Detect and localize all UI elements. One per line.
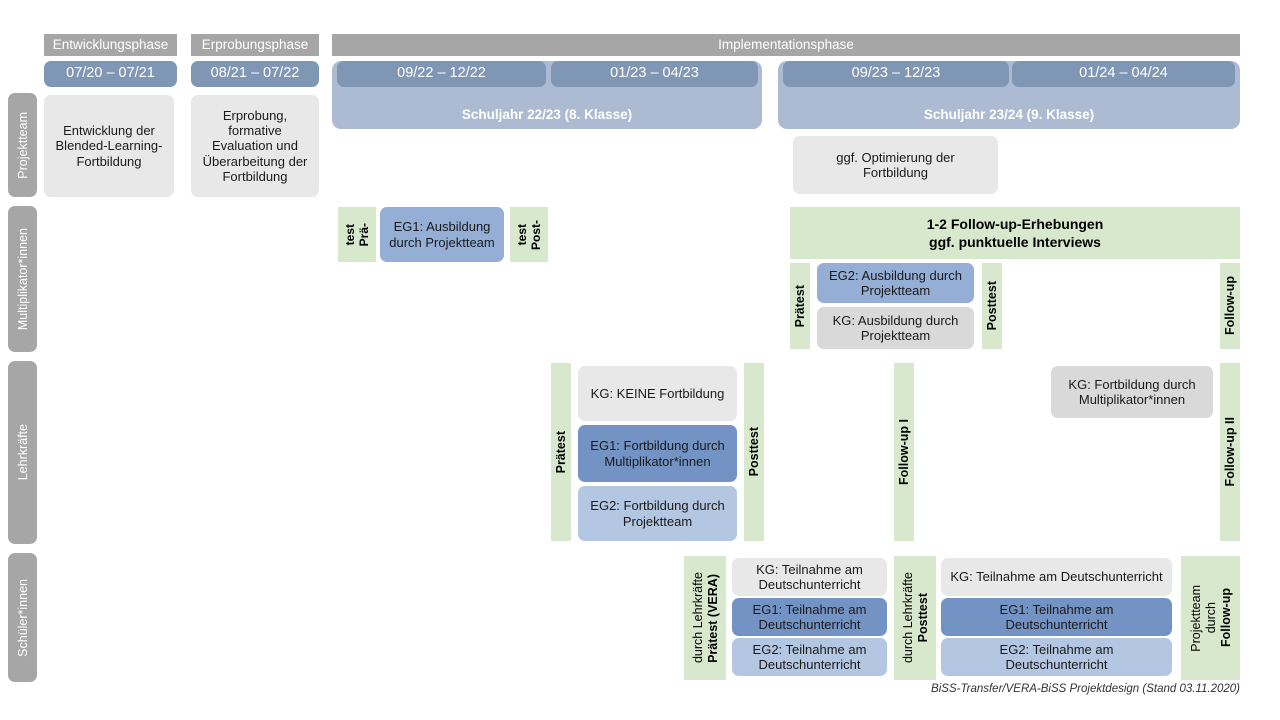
projektteam-entwicklung-box: Entwicklung der Blended-Learning-Fortbil…: [44, 95, 174, 197]
multiplikatoren-followup-band-line2: ggf. punktuelle Interviews: [929, 234, 1101, 250]
multiplikatoren-followup-label: Follow-up: [1223, 276, 1237, 336]
row-label-projektteam: Projektteam: [8, 93, 37, 197]
projektteam-erprobung-box: Erprobung, formative Evaluation und Über…: [191, 95, 319, 197]
period-pill-0720-0721: 07/20 – 07/21: [44, 61, 177, 87]
lehrkraefte-kg-fortbildung-box: KG: Fortbildung durch Multiplikator*inne…: [1051, 366, 1213, 418]
row-label-schuelerinnen-text: Schüler*innen: [15, 578, 30, 657]
multiplikatoren-praetest-label: Prätest: [793, 284, 807, 328]
school-year-label-2324: Schuljahr 23/24 (9. Klasse): [923, 107, 1095, 122]
schuelerinnen-eg1-box-right: EG1: Teilnahme am Deutschunterricht: [941, 598, 1172, 636]
multiplikatoren-praetest-short-strip: Prä- test: [338, 207, 376, 262]
multiplikatoren-posttest-short-strip: Post- test: [510, 207, 548, 262]
schuelerinnen-kg-box-right: KG: Teilnahme am Deutschunterricht: [941, 558, 1172, 596]
multiplikatoren-praetest-strip: Prätest: [790, 263, 810, 349]
lehrkraefte-posttest-strip: Posttest: [744, 363, 764, 541]
multiplikatoren-posttest-short-line2: test: [515, 223, 529, 246]
lehrkraefte-praetest-label: Prätest: [554, 430, 568, 474]
lehrkraefte-followup-1-label: Follow-up I: [897, 419, 911, 485]
schuelerinnen-followup-strip: Follow-up durch Projektteam: [1181, 556, 1240, 680]
lehrkraefte-followup-1-strip: Follow-up I: [894, 363, 914, 541]
projektteam-optimierung-box: ggf. Optimierung der Fortbildung: [793, 136, 998, 194]
schuelerinnen-praetest-bold-label: Prätest (VERA): [705, 573, 720, 663]
row-label-multiplikatorinnen-text: Multiplikator*innen: [15, 227, 30, 331]
schuelerinnen-posttest-reg-label: durch Lehrkräfte: [900, 572, 915, 664]
multiplikatoren-followup-band: 1-2 Follow-up-Erhebungen ggf. punktuelle…: [790, 207, 1240, 259]
multiplikatoren-praetest-short-line1: Prä-: [357, 222, 371, 247]
footnote: BiSS-Transfer/VERA-BiSS Projektdesign (S…: [931, 683, 1240, 695]
phase-banner-implementation: Implementationsphase: [332, 34, 1240, 56]
phase-banner-erprobung: Erprobungsphase: [191, 34, 319, 56]
multiplikatoren-posttest-label: Posttest: [985, 281, 999, 331]
multiplikatoren-praetest-short-line2: test: [343, 223, 357, 246]
multiplikatoren-kg-box: KG: Ausbildung durch Projektteam: [817, 307, 974, 349]
row-label-multiplikatorinnen: Multiplikator*innen: [8, 206, 37, 352]
lehrkraefte-praetest-strip: Prätest: [551, 363, 571, 541]
schuelerinnen-posttest-bold-label: Posttest: [915, 593, 930, 643]
multiplikatoren-posttest-short-line1: Post-: [529, 219, 543, 250]
phase-banner-entwicklung: Entwicklungsphase: [44, 34, 177, 56]
schuelerinnen-praetest-strip: Prätest (VERA) durch Lehrkräfte: [684, 556, 726, 680]
schuelerinnen-kg-box-left: KG: Teilnahme am Deutschunterricht: [732, 558, 887, 596]
period-pill-0123-0423: 01/23 – 04/23: [551, 61, 758, 87]
multiplikatoren-eg2-box: EG2: Ausbildung durch Projektteam: [817, 263, 974, 303]
lehrkraefte-kg-keine-box: KG: KEINE Fortbildung: [578, 366, 737, 421]
schuelerinnen-praetest-reg-label: durch Lehrkräfte: [690, 572, 705, 664]
multiplikatoren-eg1-box: EG1: Ausbildung durch Projektteam: [380, 207, 504, 262]
schuelerinnen-eg2-box-left: EG2: Teilnahme am Deutschunterricht: [732, 638, 887, 676]
lehrkraefte-followup-2-label: Follow-up II: [1223, 417, 1237, 487]
row-label-schuelerinnen: Schüler*innen: [8, 553, 37, 682]
multiplikatoren-posttest-strip: Posttest: [982, 263, 1002, 349]
lehrkraefte-eg1-box: EG1: Fortbildung durch Multiplikator*inn…: [578, 425, 737, 482]
row-label-projektteam-text: Projektteam: [15, 111, 30, 179]
period-pill-0821-0722: 08/21 – 07/22: [191, 61, 319, 87]
schuelerinnen-eg1-box-left: EG1: Teilnahme am Deutschunterricht: [732, 598, 887, 636]
lehrkraefte-followup-2-strip: Follow-up II: [1220, 363, 1240, 541]
schuelerinnen-posttest-strip: Posttest durch Lehrkräfte: [894, 556, 936, 680]
row-label-lehrkraefte: Lehrkräfte: [8, 361, 37, 544]
schuelerinnen-eg2-box-right: EG2: Teilnahme am Deutschunterricht: [941, 638, 1172, 676]
schuelerinnen-followup-bold-label: Follow-up: [1218, 588, 1233, 648]
schuelerinnen-followup-reg2-label: Projektteam: [1188, 584, 1203, 652]
schuelerinnen-followup-reg1-label: durch: [1203, 602, 1218, 634]
lehrkraefte-eg2-box: EG2: Fortbildung durch Projektteam: [578, 486, 737, 541]
row-label-lehrkraefte-text: Lehrkräfte: [15, 424, 30, 481]
school-year-label-2223: Schuljahr 22/23 (8. Klasse): [461, 107, 633, 122]
lehrkraefte-posttest-label: Posttest: [747, 427, 761, 477]
period-pill-0922-1222: 09/22 – 12/22: [337, 61, 546, 87]
period-pill-0923-1223: 09/23 – 12/23: [783, 61, 1009, 87]
period-pill-0124-0424: 01/24 – 04/24: [1012, 61, 1235, 87]
multiplikatoren-followup-band-line1: 1-2 Follow-up-Erhebungen: [926, 215, 1104, 232]
multiplikatoren-followup-strip: Follow-up: [1220, 263, 1240, 349]
